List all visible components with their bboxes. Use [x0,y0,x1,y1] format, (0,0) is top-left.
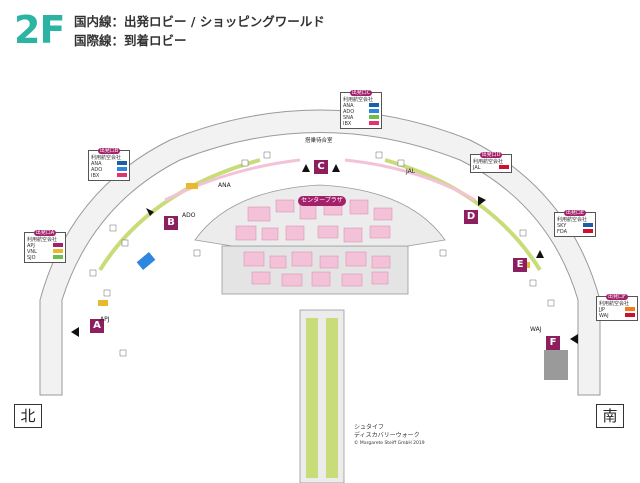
steiff-credit: シュタイフ ディスカバリーウォーク © Margarete Steiff Gmb… [354,424,425,448]
walkway-right [326,318,338,478]
direction-arrows [71,164,578,344]
airline-panel-b: 出発口B 利用航空会社 ANA ADO IBX [88,148,130,181]
gate-d-marker[interactable]: D [464,210,478,224]
walkway-left [306,318,318,478]
panel-c-title: 利用航空会社 [343,97,374,103]
gate-c-marker[interactable]: C [314,160,328,174]
gate-f-area [544,350,568,380]
airline-panel-e: 出発口E 利用航空会社 SKY FDA [554,210,596,237]
terminal-arc [39,109,601,396]
airline-panel-a: 出発口A 利用航空会社 APJ VNL SJO [24,230,66,263]
panel-a-row-2: VNL [27,249,37,255]
panel-e-row-2: FDA [557,229,568,235]
panel-b-title: 利用航空会社 [91,155,122,161]
panel-b-row-3: IBX [91,173,100,179]
panel-a-row-3: SJO [27,255,36,261]
label-jal: JAL [406,168,416,175]
blue-zone [136,252,156,270]
gate-f-marker[interactable]: F [546,336,560,350]
label-apj: APJ [100,316,110,323]
panel-d-title: 利用航空会社 [473,159,504,165]
gate-b-marker[interactable]: B [164,216,178,230]
airline-panel-c: 出発口C 利用航空会社 ANA ADO SNA IBX [340,90,382,129]
south-shops [344,158,476,202]
credit-line-2: ディスカバリーウォーク [354,432,420,439]
center-plaza-label: センタープラザ [301,197,343,204]
credit-line-3: © Margarete Steiff GmbH 2019 [354,441,425,446]
panel-b-row-2: ADO [91,167,103,173]
south-walkway [384,158,542,272]
panel-d-header: 出発口D [479,152,503,158]
panel-c-row-4: IBX [343,121,352,127]
north-shops [164,158,301,202]
facility-icons [89,151,555,357]
subtitle-domestic: 国内線：出発ロビー / ショッピングワールド [74,14,325,29]
gate-e-marker[interactable]: E [513,258,527,272]
center-plaza-badge [298,196,346,206]
panel-f-title: 利用航空会社 [599,301,630,307]
floor-number: 2F [14,8,65,52]
panel-f-header: 出発口F [606,294,628,300]
panel-a-header: 出発口A [33,230,57,236]
panel-c-row-3: SNA [343,115,354,121]
label-ado: ADO [182,212,196,219]
label-waj: WAJ [530,326,542,333]
credit-line-1: シュタイフ [354,424,385,431]
label-ana: ANA [218,182,231,189]
gate-a-marker[interactable]: A [90,319,104,333]
north-walkway [98,158,261,272]
south-marker: 南 [596,404,624,428]
panel-e-header: 出発口E [563,210,587,216]
panel-e-row-1: SKY [557,223,567,229]
panel-b-header: 出発口B [97,148,121,154]
panel-f-row-1: JJP [599,307,605,313]
north-marker: 北 [14,404,42,428]
airline-panel-f: 出発口F 利用航空会社 JJP WAJ [596,294,638,321]
panel-d-row-1: JAL [473,165,481,171]
panel-a-title: 利用航空会社 [27,237,58,243]
panel-b-row-1: ANA [91,161,102,167]
shop-blocks [235,199,393,287]
panel-f-row-2: WAJ [599,313,609,319]
panel-e-title: 利用航空会社 [557,217,588,223]
panel-c-row-2: ADO [343,109,355,115]
subtitle-international: 国際線：到着ロビー [74,33,187,48]
waiting-room-label: 搭乗待合室 [305,138,333,144]
airline-panel-d: 出発口D 利用航空会社 JAL [470,152,512,173]
panel-a-row-1: APJ [27,243,35,249]
panel-c-header: 出発口C [349,90,373,96]
panel-c-row-1: ANA [343,103,354,109]
